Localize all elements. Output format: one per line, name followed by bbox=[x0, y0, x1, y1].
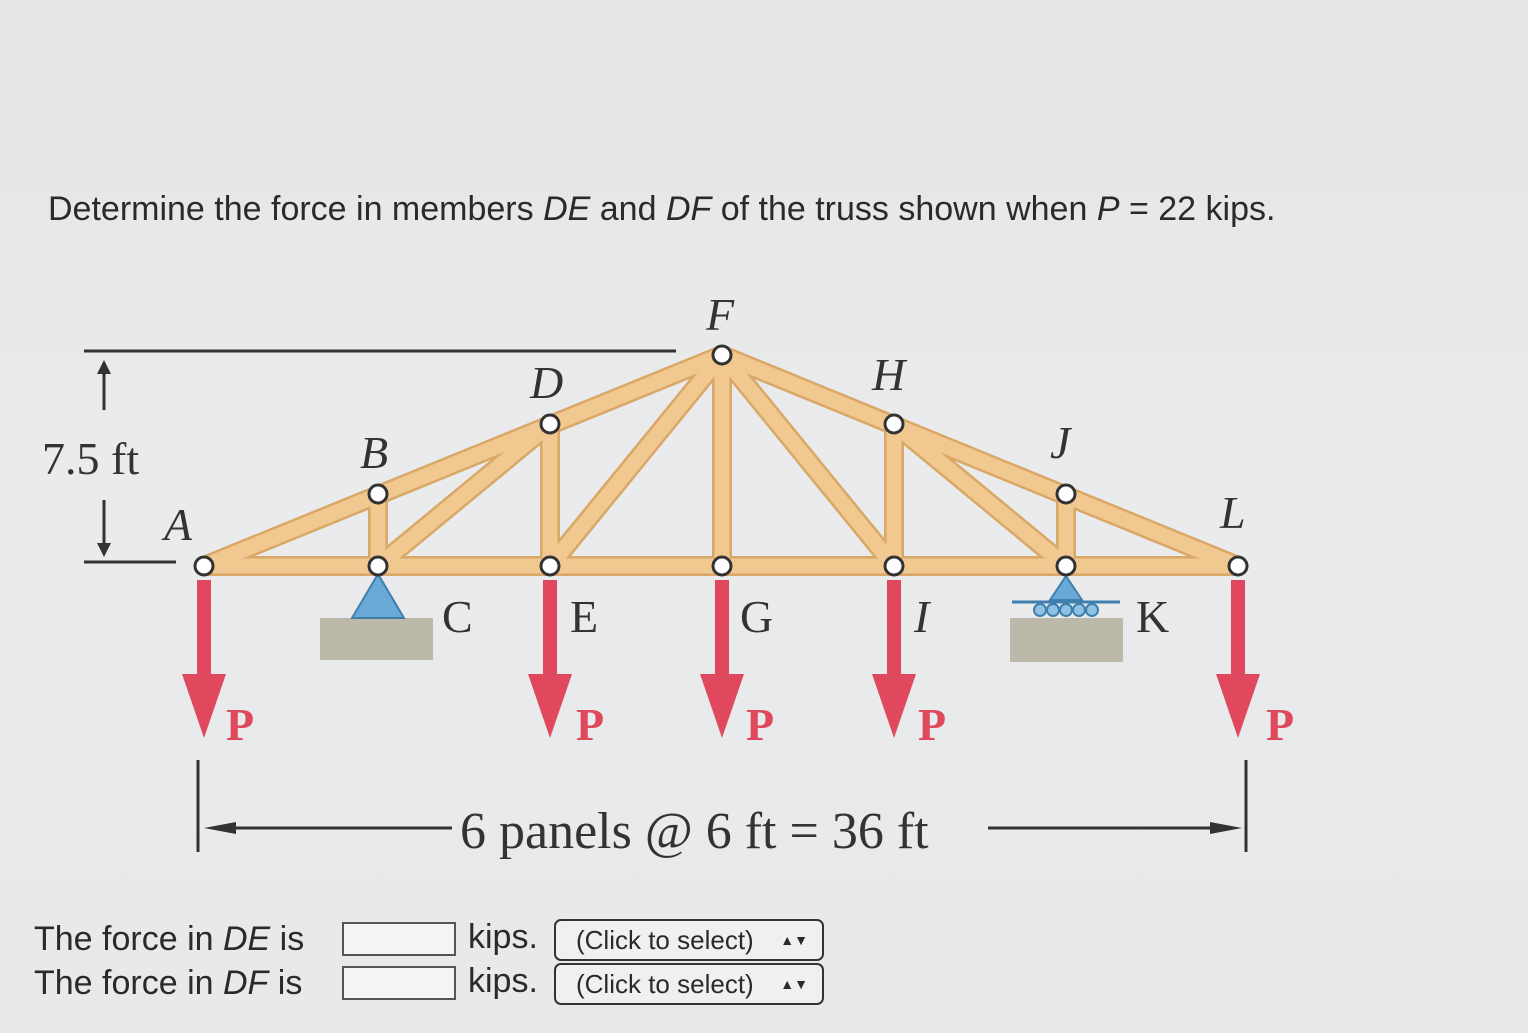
roller-wheels bbox=[1033, 603, 1099, 617]
answer-label-df: The force in DF is bbox=[34, 964, 303, 1002]
joint-h bbox=[883, 413, 905, 435]
load-label-l: P bbox=[1266, 699, 1294, 750]
height-label: 7.5 ft bbox=[42, 433, 139, 484]
node-label-a: A bbox=[161, 499, 193, 550]
unit-label-df: kips. bbox=[468, 962, 538, 1000]
joint-f bbox=[711, 344, 733, 366]
pin-support-ground bbox=[320, 618, 433, 660]
question-suffix: = 22 kips. bbox=[1119, 190, 1276, 228]
node-label-i: I bbox=[913, 591, 932, 642]
pin-support bbox=[350, 572, 406, 619]
node-label-g: G bbox=[740, 591, 773, 642]
question-mid: of the truss shown when bbox=[711, 190, 1097, 228]
joint-g bbox=[711, 555, 733, 577]
truss-joints bbox=[193, 344, 1249, 577]
tension-compression-select-de[interactable]: (Click to select) ▲▼ bbox=[554, 919, 824, 961]
roller-support bbox=[1048, 574, 1084, 601]
question-and: and bbox=[590, 190, 666, 228]
node-label-d: D bbox=[529, 357, 563, 408]
joint-b bbox=[367, 483, 389, 505]
node-label-j: J bbox=[1050, 417, 1073, 468]
node-label-c: C bbox=[442, 591, 473, 642]
node-label-f: F bbox=[705, 289, 735, 340]
joint-i bbox=[883, 555, 905, 577]
roller-support-ground bbox=[1010, 618, 1123, 662]
force-de-input[interactable] bbox=[342, 922, 456, 956]
joint-c bbox=[367, 555, 389, 577]
force-df-input[interactable] bbox=[342, 966, 456, 1000]
load-label-a: P bbox=[226, 699, 254, 750]
tension-compression-select-df[interactable]: (Click to select) ▲▼ bbox=[554, 963, 824, 1005]
unit-label-de: kips. bbox=[468, 918, 538, 956]
node-label-k: K bbox=[1136, 591, 1169, 642]
load-arrows bbox=[182, 580, 1260, 738]
joint-d bbox=[539, 413, 561, 435]
load-label-i: P bbox=[918, 699, 946, 750]
node-label-b: B bbox=[360, 427, 388, 478]
select-updown-icon: ▲▼ bbox=[780, 976, 808, 992]
member-df-ref: DF bbox=[665, 190, 712, 228]
node-label-l: L bbox=[1219, 487, 1246, 538]
member-de-ref: DE bbox=[543, 190, 591, 228]
joint-e bbox=[539, 555, 561, 577]
load-var: P bbox=[1096, 190, 1120, 228]
node-label-h: H bbox=[871, 349, 908, 400]
joint-j bbox=[1055, 483, 1077, 505]
select-value-df: (Click to select) bbox=[576, 969, 754, 999]
joint-k bbox=[1055, 555, 1077, 577]
truss-figure: P P P P P A B C D E F G H I J K L 7.5 ft… bbox=[42, 289, 1294, 860]
question-text: Determine the force in members DE and DF… bbox=[48, 190, 1275, 229]
load-label-g: P bbox=[746, 699, 774, 750]
select-value-de: (Click to select) bbox=[576, 925, 754, 955]
load-label-e: P bbox=[576, 699, 604, 750]
question-prefix: Determine the force in members bbox=[48, 190, 544, 228]
joint-a bbox=[193, 555, 215, 577]
joint-l bbox=[1227, 555, 1249, 577]
select-updown-icon: ▲▼ bbox=[780, 932, 808, 948]
answer-label-de: The force in DE is bbox=[34, 920, 305, 958]
span-label: 6 panels @ 6 ft = 36 ft bbox=[460, 803, 929, 860]
node-label-e: E bbox=[570, 591, 598, 642]
